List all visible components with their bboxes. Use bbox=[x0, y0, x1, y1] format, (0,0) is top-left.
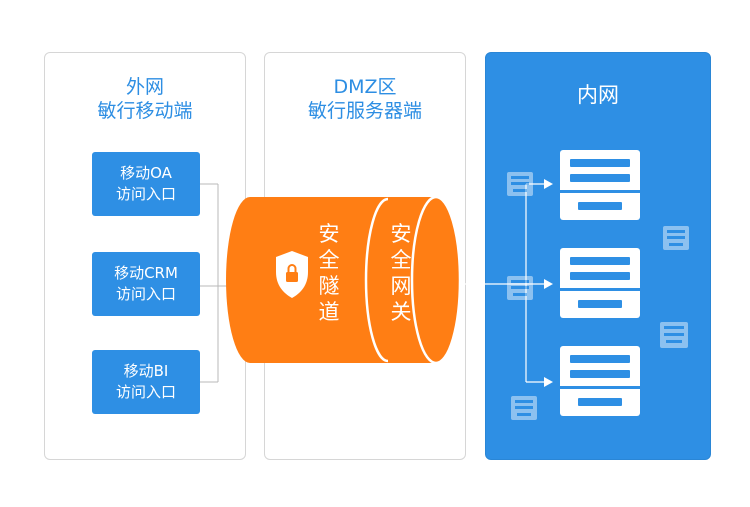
entry-bi-line1: 移动BI bbox=[123, 362, 169, 380]
entry-mobile-oa[interactable]: 移动OA 访问入口 bbox=[92, 152, 200, 216]
server-icon bbox=[560, 150, 640, 220]
server-icon bbox=[560, 248, 640, 318]
entry-mobile-crm[interactable]: 移动CRM 访问入口 bbox=[92, 252, 200, 316]
small-server-icon bbox=[507, 276, 533, 300]
small-server-icon bbox=[511, 396, 537, 420]
server-icon bbox=[560, 346, 640, 416]
gateway-connectors bbox=[460, 183, 545, 383]
gateway-label: 安全网关 bbox=[390, 222, 412, 324]
entry-crm-line1: 移动CRM bbox=[114, 264, 178, 282]
tunnel-cylinder bbox=[226, 195, 462, 365]
gateway-end bbox=[410, 195, 462, 365]
dmz-title-line1: DMZ区 bbox=[333, 76, 397, 98]
external-title-line1: 外网 bbox=[125, 76, 164, 98]
entry-oa-line1: 移动OA bbox=[120, 164, 172, 182]
internal-title: 内网 bbox=[577, 83, 619, 107]
entry-oa-line2: 访问入口 bbox=[115, 185, 176, 203]
arrowheads-to-servers bbox=[544, 179, 553, 387]
tunnel-label: 安全隧道 bbox=[318, 222, 340, 324]
dmz-title-line2: 敏行服务器端 bbox=[307, 100, 422, 122]
small-server-icon bbox=[507, 172, 533, 196]
small-server-icon bbox=[660, 322, 688, 348]
shield-lock-icon bbox=[276, 251, 308, 298]
entry-bi-line2: 访问入口 bbox=[115, 383, 176, 401]
entry-crm-line2: 访问入口 bbox=[115, 285, 176, 303]
entry-mobile-bi[interactable]: 移动BI 访问入口 bbox=[92, 350, 200, 414]
small-server-icon bbox=[663, 226, 689, 250]
external-title-line2: 敏行移动端 bbox=[97, 100, 193, 122]
